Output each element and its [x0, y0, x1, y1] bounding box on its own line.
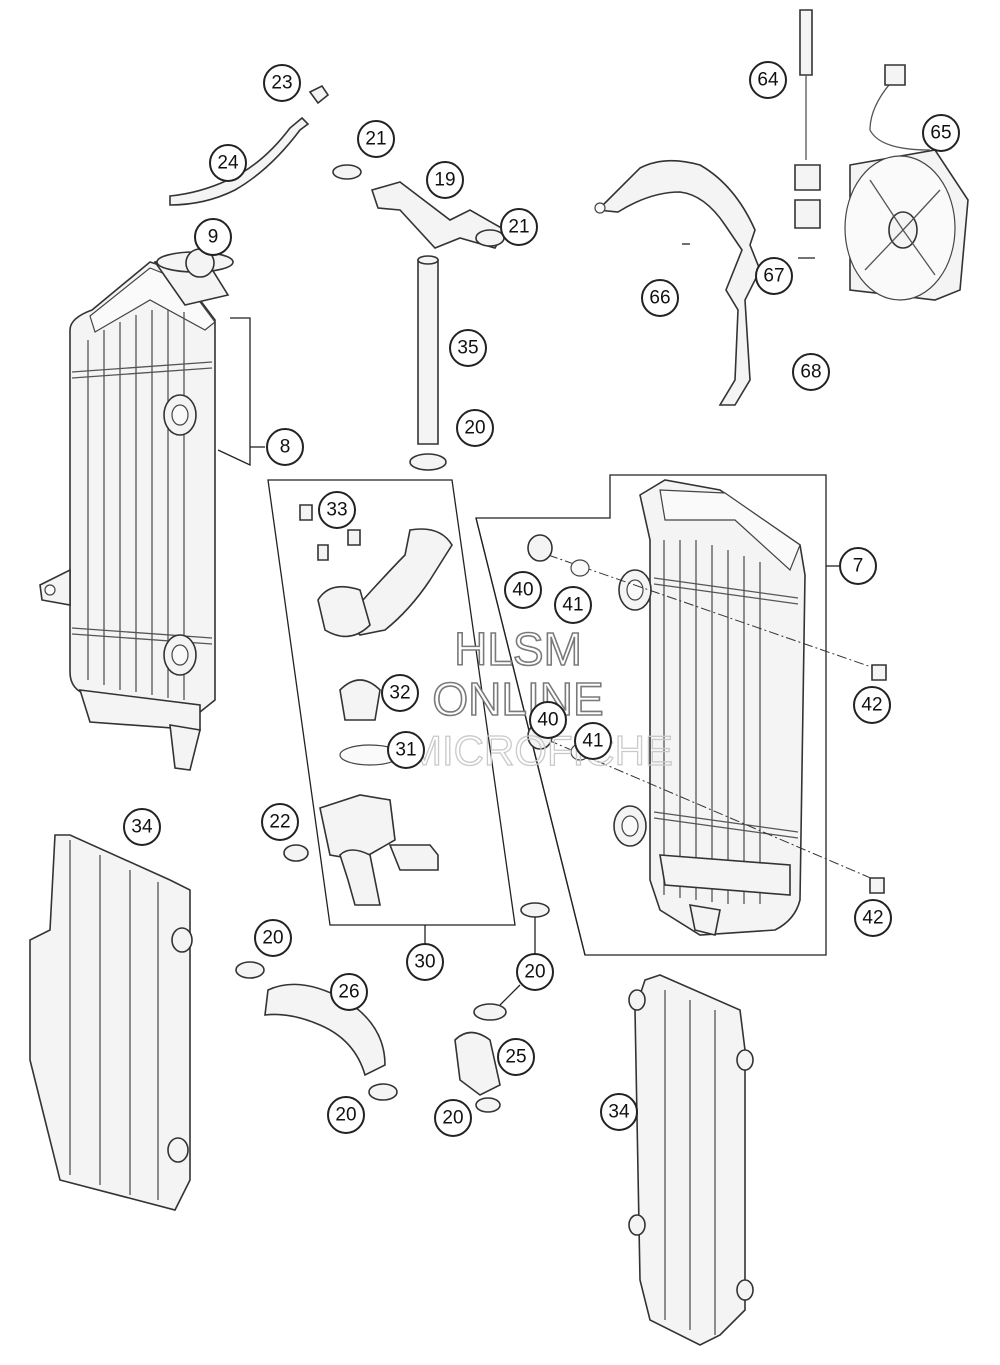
svg-text:9: 9	[208, 227, 219, 248]
svg-text:7: 7	[853, 556, 864, 577]
svg-text:21: 21	[508, 217, 529, 238]
callout-23: 23	[263, 64, 301, 102]
svg-text:30: 30	[414, 952, 435, 973]
svg-text:67: 67	[763, 266, 784, 287]
callout-67: 67	[755, 257, 793, 295]
callout-66: 66	[641, 279, 679, 317]
left-radiator	[39, 248, 234, 771]
callout-41a: 41	[554, 586, 592, 624]
callout-32: 32	[381, 674, 419, 712]
callout-20c: 20	[516, 953, 554, 991]
callout-24: 24	[209, 144, 247, 182]
callout-42a: 42	[853, 686, 891, 724]
callout-26: 26	[330, 973, 368, 1011]
svg-text:42: 42	[861, 695, 882, 716]
svg-text:31: 31	[395, 740, 416, 761]
callout-30: 30	[406, 943, 444, 981]
callout-42b: 42	[854, 899, 892, 937]
svg-text:19: 19	[434, 170, 455, 191]
callout-20d: 20	[327, 1096, 365, 1134]
svg-text:42: 42	[862, 908, 883, 929]
callout-20b: 20	[254, 919, 292, 957]
callout-33: 33	[318, 491, 356, 529]
callout-65: 65	[922, 114, 960, 152]
svg-text:22: 22	[269, 812, 290, 833]
svg-text:23: 23	[271, 73, 292, 94]
cooling-fan	[844, 64, 969, 301]
callout-22: 22	[261, 803, 299, 841]
watermark-line2: ONLINE	[432, 673, 603, 725]
callout-20a: 20	[456, 409, 494, 447]
svg-text:40: 40	[537, 710, 558, 731]
callout-8: 8	[266, 428, 304, 466]
svg-text:20: 20	[262, 928, 283, 949]
svg-text:64: 64	[757, 70, 779, 91]
callout-34a: 34	[123, 808, 161, 846]
watermark-line1: HLSM	[454, 623, 582, 675]
callout-40b: 40	[529, 701, 567, 739]
callout-31: 31	[387, 731, 425, 769]
svg-text:20: 20	[524, 962, 545, 983]
callout-7: 7	[839, 547, 877, 585]
callout-20e: 20	[434, 1099, 472, 1137]
callout-40a: 40	[504, 571, 542, 609]
callout-35: 35	[449, 329, 487, 367]
svg-text:32: 32	[389, 683, 410, 704]
svg-text:20: 20	[442, 1108, 463, 1129]
callout-9: 9	[194, 218, 232, 256]
svg-text:35: 35	[457, 338, 478, 359]
svg-text:20: 20	[464, 418, 485, 439]
svg-text:24: 24	[217, 153, 239, 174]
callout-41b: 41	[574, 722, 612, 760]
callout-68: 68	[792, 353, 830, 391]
svg-text:8: 8	[280, 437, 291, 458]
callout-21b: 21	[500, 208, 538, 246]
svg-text:66: 66	[649, 288, 670, 309]
right-radiator	[613, 479, 806, 936]
callout-19: 19	[426, 161, 464, 199]
svg-text:34: 34	[131, 817, 153, 838]
svg-text:26: 26	[338, 982, 359, 1003]
svg-text:41: 41	[562, 595, 583, 616]
svg-text:68: 68	[800, 362, 821, 383]
svg-text:41: 41	[582, 731, 603, 752]
callout-64: 64	[749, 61, 787, 99]
callout-21a: 21	[357, 120, 395, 158]
svg-text:40: 40	[512, 580, 533, 601]
callout-25: 25	[497, 1038, 535, 1076]
callout-34b: 34	[600, 1093, 638, 1131]
svg-text:34: 34	[608, 1102, 630, 1123]
svg-text:21: 21	[365, 129, 386, 150]
svg-text:65: 65	[930, 123, 951, 144]
svg-text:33: 33	[326, 500, 347, 521]
svg-text:25: 25	[505, 1047, 526, 1068]
svg-text:20: 20	[335, 1105, 356, 1126]
